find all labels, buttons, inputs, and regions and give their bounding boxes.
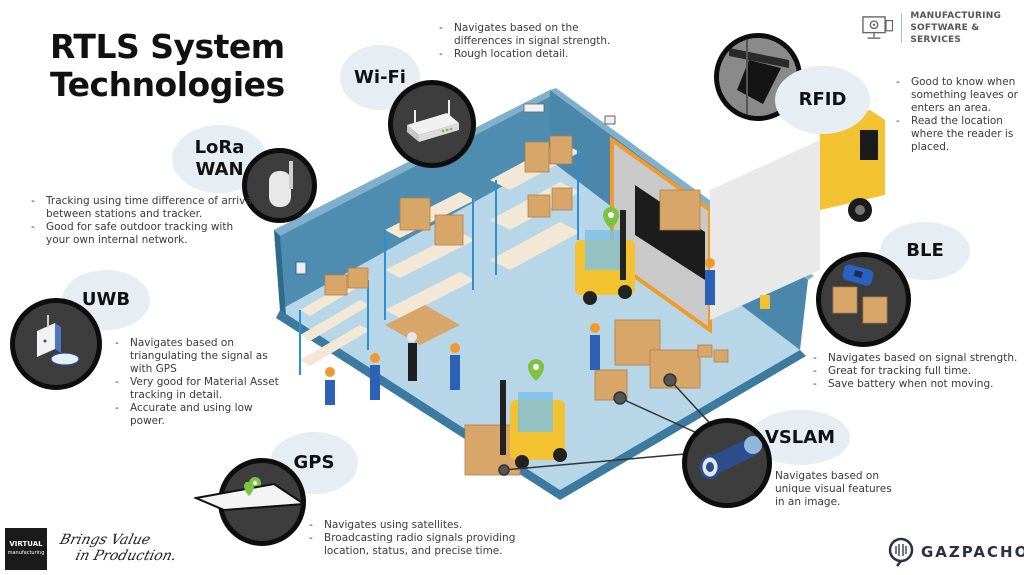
gps-point-1: Navigates using satellites. xyxy=(306,519,521,532)
brand-divider xyxy=(901,13,903,43)
location-pins xyxy=(528,207,619,381)
wifi-point-2: Rough location detail. xyxy=(436,48,616,61)
camera-icon xyxy=(682,418,772,508)
uwb-anchor-icon xyxy=(10,298,102,390)
gps-map-sheet xyxy=(194,482,306,512)
gps-label: GPS xyxy=(293,452,335,473)
truck-cab xyxy=(820,110,885,222)
page-title: RTLS System Technologies xyxy=(50,28,285,104)
uwb-point-3: Accurate and using low power. xyxy=(112,402,290,428)
ble-point-2: Great for tracking full time. xyxy=(810,365,1024,378)
forklift-front xyxy=(500,380,567,469)
lorawan-description: Tracking using time difference of arriva… xyxy=(28,195,260,247)
brand-line-1: MANUFACTURING xyxy=(910,11,1002,21)
rfid-point-1: Good to know when something leaves or en… xyxy=(893,76,1023,115)
ble-description: Navigates based on signal strength. Grea… xyxy=(810,352,1024,391)
wall-anchor xyxy=(295,261,307,275)
gazpacho-brain-pin-icon xyxy=(888,537,914,567)
rfid-description: Good to know when something leaves or en… xyxy=(893,76,1023,154)
gps-description: Navigates using satellites. Broadcasting… xyxy=(306,519,521,558)
slogan-line-1: Brings Value xyxy=(58,532,153,548)
forklift-rear xyxy=(575,210,635,305)
lorawan-point-1: Tracking using time difference of arriva… xyxy=(28,195,260,221)
vslam-text: Navigates based on unique visual feature… xyxy=(775,470,892,508)
vslam-label: VSLAM xyxy=(764,426,836,448)
wall-rfid-box xyxy=(760,295,770,309)
virtual-logo-line-1: VIRTUAL xyxy=(9,540,43,548)
wifi-description: Navigates based on the differences in si… xyxy=(436,22,616,61)
gps-point-2: Broadcasting radio signals providing loc… xyxy=(306,532,521,558)
ble-point-3: Save battery when not moving. xyxy=(810,378,1024,391)
brand-line-2: SOFTWARE & SERVICES xyxy=(910,23,980,45)
ble-tag-boxes-icon xyxy=(816,252,911,347)
lorawan-label-line-1: LoRa xyxy=(194,137,245,158)
rfid-point-2: Read the location where the reader is pl… xyxy=(893,115,1023,154)
brand-manufacturing: MANUFACTURING SOFTWARE & SERVICES xyxy=(862,10,1024,46)
warehouse-floor xyxy=(280,160,800,490)
wall-wifi-router xyxy=(523,103,545,113)
rfid-bubble: RFID xyxy=(775,66,870,134)
gazpacho-logo: GAZPACHO xyxy=(887,537,1024,567)
uwb-point-2: Very good for Material Asset tracking in… xyxy=(112,376,290,402)
uwb-bubble: UWB xyxy=(62,270,150,330)
title-line-2: Technologies xyxy=(50,65,285,104)
lorawan-point-2: Good for safe outdoor tracking with your… xyxy=(28,221,260,247)
ble-point-1: Navigates based on signal strength. xyxy=(810,352,1024,365)
virtual-manufacturing-logo: VIRTUAL manufacturing xyxy=(5,528,47,570)
uwb-label: UWB xyxy=(81,289,131,310)
gazpacho-wordmark: GAZPACHO xyxy=(921,543,1024,561)
monitor-gear-icon xyxy=(862,16,894,39)
slogan-line-2: in Production. xyxy=(73,548,179,564)
vslam-description: Navigates based on unique visual feature… xyxy=(775,470,900,509)
wifi-router-icon xyxy=(388,80,476,168)
title-line-1: RTLS System xyxy=(50,27,285,66)
cardboard-boxes xyxy=(324,135,729,476)
lorawan-label-line-2: WAN xyxy=(195,159,244,180)
slogan: Brings Value in Production. xyxy=(54,532,203,564)
wall-camera xyxy=(604,115,616,125)
ble-label: BLE xyxy=(906,240,944,261)
wifi-label: Wi-Fi xyxy=(354,66,406,88)
pallet xyxy=(385,305,460,345)
rfid-label: RFID xyxy=(798,89,847,110)
workers xyxy=(325,258,715,405)
uwb-point-1: Navigates based on triangulating the sig… xyxy=(112,337,290,376)
wifi-point-1: Navigates based on the differences in si… xyxy=(436,22,616,48)
virtual-logo-line-2: manufacturing xyxy=(7,550,45,556)
uwb-description: Navigates based on triangulating the sig… xyxy=(112,337,290,428)
warehouse-illustration xyxy=(274,88,820,500)
brand-text: MANUFACTURING SOFTWARE & SERVICES xyxy=(910,10,1024,46)
